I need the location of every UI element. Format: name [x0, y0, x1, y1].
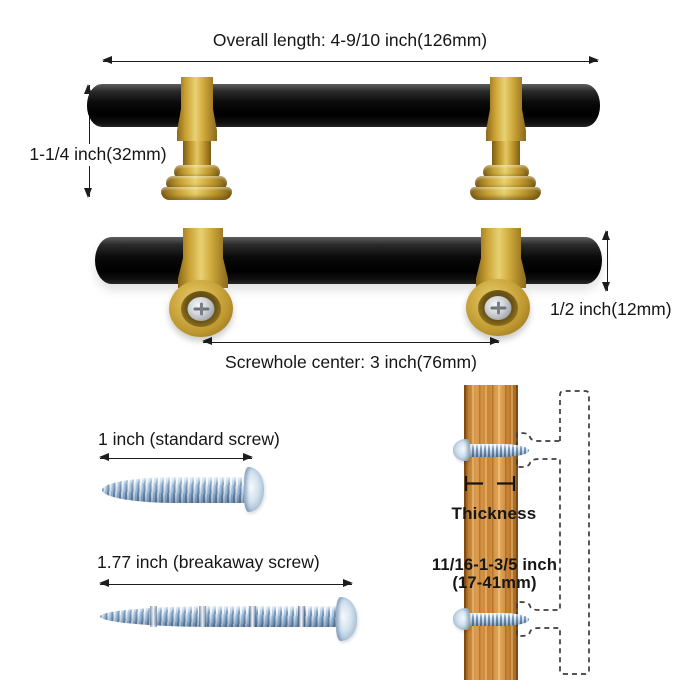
height-label: 1-1/4 inch(32mm): [26, 144, 170, 166]
handle-base-step-right: [475, 176, 536, 190]
screw-head: [336, 597, 357, 641]
breakaway-notch: [249, 606, 256, 627]
handle-base-step-right: [483, 165, 529, 179]
handle-post-collar-right: [476, 228, 526, 288]
screw-shaft: [100, 606, 339, 627]
cabinet-board: [464, 385, 518, 680]
thickness-range-line2: (17-41mm): [452, 574, 537, 592]
handle-post-collar-left: [178, 228, 228, 288]
screw-shaft: [102, 477, 248, 503]
screw-hole-left: [187, 296, 215, 321]
screw-head: [453, 439, 470, 461]
overall-length-arrow: [102, 56, 599, 65]
handle-foot-right: [466, 279, 530, 336]
screwhole-center-label: Screwhole center: 3 inch(76mm): [225, 352, 477, 372]
foot-recess: [181, 290, 221, 327]
screw-shaft: [468, 613, 529, 626]
breakaway-notch: [199, 606, 206, 627]
breakaway-notch: [298, 606, 305, 627]
handle-base-step-left: [166, 176, 227, 190]
handle-post-collar-left: [177, 77, 217, 141]
breakaway-screw-label: 1.77 inch (breakaway screw): [97, 552, 320, 572]
screw-hole-right: [484, 295, 512, 320]
screw-head: [244, 467, 264, 512]
screw-head: [453, 608, 470, 630]
screw-shaft: [468, 444, 529, 457]
handle-post-collar-right: [486, 77, 526, 141]
standard-screw-label: 1 inch (standard screw): [98, 429, 280, 449]
breakaway-screw-arrow: [99, 579, 353, 588]
diameter-arrow: [602, 230, 611, 292]
height-arrow: [84, 84, 93, 198]
screwhole-center-arrow: [202, 337, 500, 346]
handle-base-step-left: [161, 187, 232, 200]
handle-foot-left: [169, 280, 233, 337]
overall-length-label: Overall length: 4-9/10 inch(126mm): [212, 30, 488, 50]
handle-base-step-left: [174, 165, 220, 179]
foot-recess: [478, 289, 518, 326]
breakaway-notch: [150, 606, 157, 627]
handle-outline-dashed: [516, 390, 590, 675]
standard-screw-arrow: [99, 453, 253, 462]
handle-base-step-right: [470, 187, 541, 200]
diameter-label: 1/2 inch(12mm): [550, 299, 672, 319]
handle-bar-bottom: [95, 237, 602, 284]
thickness-label: Thickness: [451, 504, 537, 523]
